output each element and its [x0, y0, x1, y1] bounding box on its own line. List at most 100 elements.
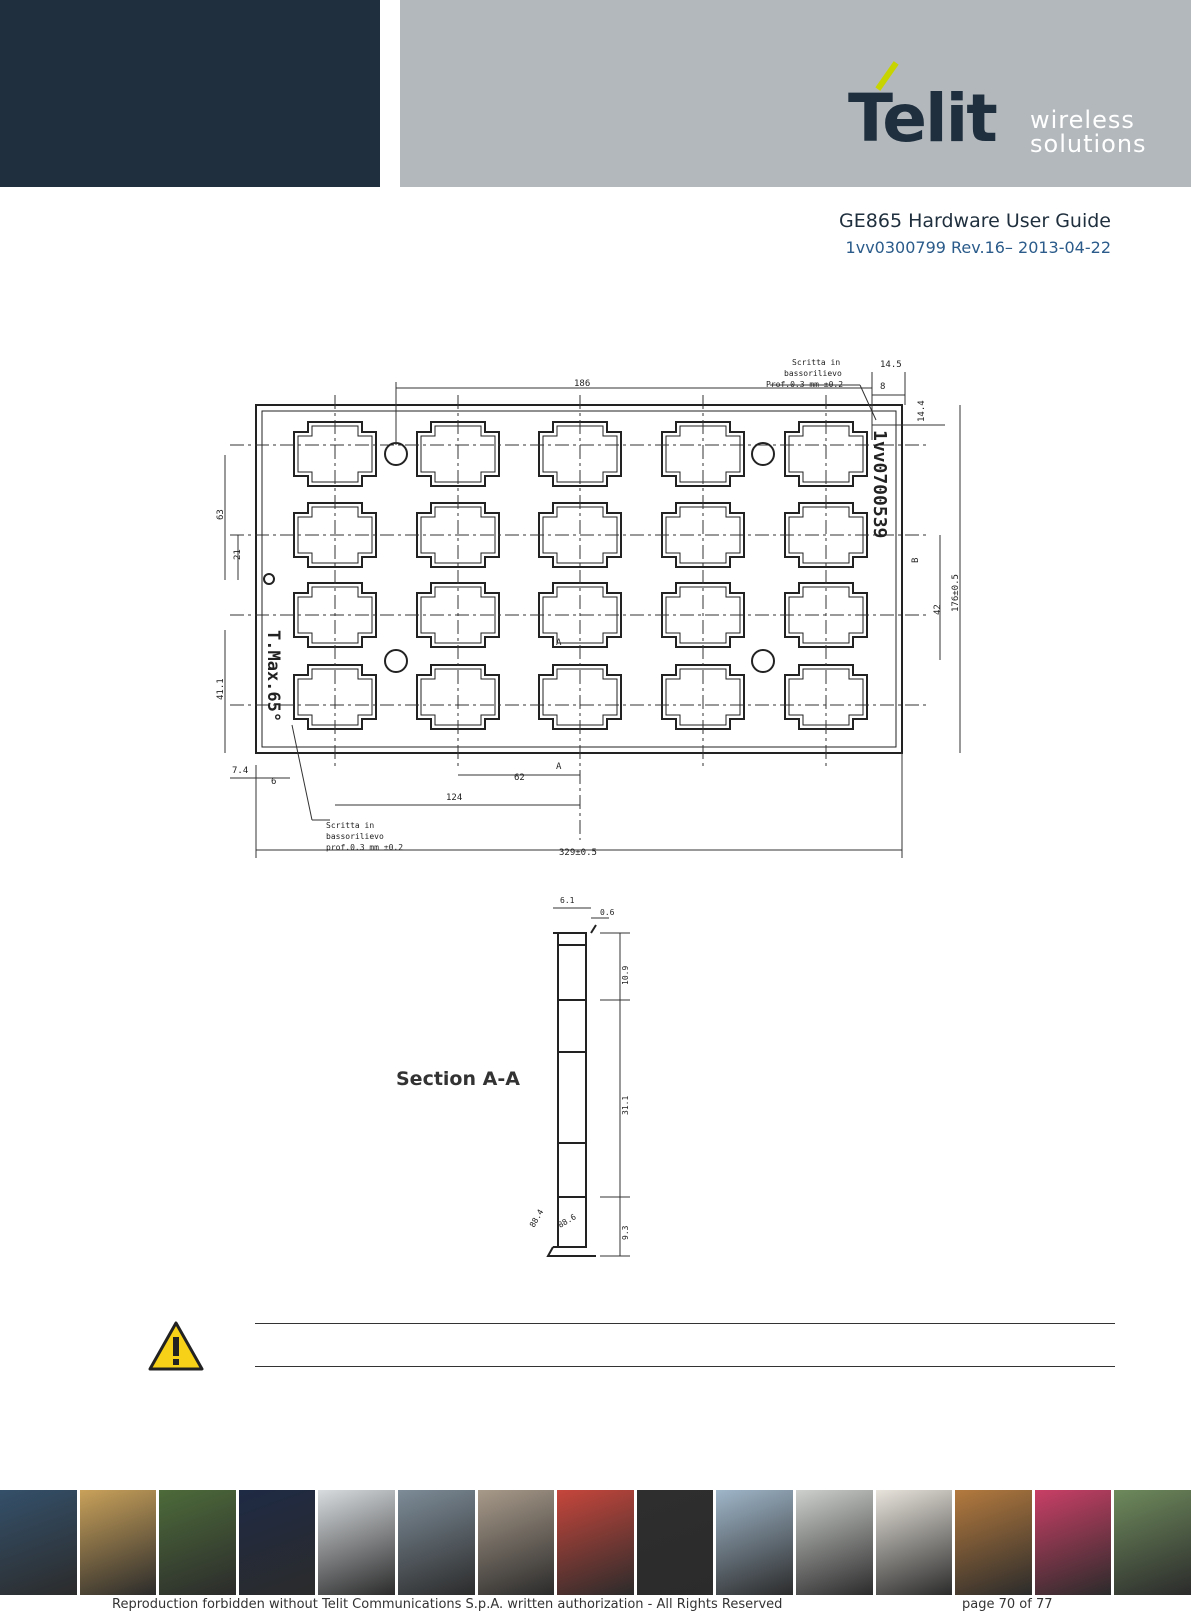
footer-photo: [79, 1490, 157, 1595]
tray-pocket: [416, 664, 500, 730]
page-number: page 70 of 77: [962, 1597, 1053, 1612]
note-bottom-3: prof.0.3 mm ±0.2: [326, 843, 403, 852]
note-bottom-1: Scritta in: [326, 821, 374, 830]
dim-8: 8: [880, 382, 885, 392]
note-rule-top: [255, 1323, 1115, 1324]
section-dim-top-b: 0.6: [600, 908, 615, 917]
footer-photo: [795, 1490, 873, 1595]
tray-pocket-inner: [665, 506, 741, 564]
tray-pocket: [784, 502, 868, 568]
note-top-2: bassorilievo: [784, 369, 842, 378]
tray-pocket: [538, 502, 622, 568]
dim-7-4: 7.4: [232, 766, 248, 776]
footer-photo: [716, 1490, 793, 1595]
note-bottom-2: bassorilievo: [326, 832, 384, 841]
section-dim-bot-c: 88.6: [557, 1212, 578, 1230]
tray-pocket-inner: [542, 506, 618, 564]
note-rule-bottom: [255, 1366, 1115, 1367]
tray-pocket: [661, 502, 745, 568]
tray-pocket-inner: [297, 506, 373, 564]
section-dim-bot-a: 9.3: [621, 1225, 630, 1240]
tray-pocket-inner: [420, 668, 496, 726]
fixing-hole: [384, 442, 408, 466]
footer-photo: [397, 1490, 475, 1595]
footer-photo: [636, 1490, 714, 1595]
tray-pocket: [293, 421, 377, 487]
footer-photo: [1114, 1490, 1191, 1595]
footer-photo: [557, 1490, 634, 1595]
tray-pocket-inner: [297, 668, 373, 726]
section-title: Section A-A: [396, 1068, 520, 1090]
footer-photo: [159, 1490, 236, 1595]
dim-124: 124: [446, 793, 462, 803]
note-top-1: Scritta in: [792, 358, 840, 367]
note-top-3: Prof.0.3 mm ±0.2: [766, 380, 843, 389]
section-dim-10-9: 10.9: [621, 966, 630, 985]
footer-photo: [875, 1490, 953, 1595]
footer-photo: [318, 1490, 395, 1595]
tray-pocket: [661, 582, 745, 648]
footer-notice: Reproduction forbidden without Telit Com…: [112, 1597, 783, 1612]
dim-186: 186: [574, 379, 590, 389]
section-dim-top-a: 6.1: [560, 896, 575, 905]
document-revision: 1vv0300799 Rev.16– 2013-04-22: [845, 238, 1111, 257]
tray-pocket-inner: [665, 586, 741, 644]
logo-tagline-2: solutions: [1030, 130, 1147, 158]
dim-62: 62: [514, 773, 525, 783]
tray-outline: [255, 404, 903, 754]
orientation-mark: [263, 573, 275, 585]
tray-pocket-inner: [542, 425, 618, 483]
dim-21: 21: [233, 549, 243, 560]
tray-pocket: [784, 664, 868, 730]
section-dim-31: 31.1: [621, 1096, 630, 1115]
tray-pocket: [661, 664, 745, 730]
dim-41-1: 41.1: [216, 678, 226, 700]
label-a-top: A: [556, 638, 562, 648]
tray-code: 1vv0700539: [869, 430, 890, 538]
tray-temperature: T.Max.65°: [263, 630, 283, 722]
label-b: B: [911, 558, 921, 563]
telit-logo: Telit wireless solutions: [848, 60, 1168, 170]
logo-tagline: wireless solutions: [1030, 108, 1147, 156]
tray-pocket: [784, 421, 868, 487]
tray-pocket: [538, 664, 622, 730]
tray-pocket-inner: [788, 506, 864, 564]
tray-pocket: [538, 582, 622, 648]
dim-height: 176±0.5: [951, 574, 961, 612]
dim-6: 6: [271, 777, 276, 787]
tray-pocket: [784, 582, 868, 648]
label-a-bottom: A: [556, 762, 562, 772]
tray-pocket-inner: [420, 506, 496, 564]
fixing-hole: [751, 649, 775, 673]
tray-pocket-inner: [420, 425, 496, 483]
tray-pocket-inner: [665, 668, 741, 726]
fixing-hole: [751, 442, 775, 466]
tray-pocket: [293, 664, 377, 730]
dim-14-4: 14.4: [917, 400, 927, 422]
tray-pocket: [538, 421, 622, 487]
warning-icon: [148, 1321, 204, 1371]
tray-pocket-inner: [788, 668, 864, 726]
dim-14-5: 14.5: [880, 360, 902, 370]
tray-pocket-inner: [542, 668, 618, 726]
logo-tagline-1: wireless: [1030, 106, 1135, 134]
section-dim-bot-b: 88.4: [528, 1208, 546, 1229]
footer-photo: [0, 1490, 77, 1595]
section-profile: [546, 924, 597, 1257]
tray-pocket: [416, 421, 500, 487]
tray-pocket: [661, 421, 745, 487]
footer-photo-strip: [0, 1490, 1191, 1595]
tray-pocket-inner: [788, 586, 864, 644]
tray-pocket-inner: [297, 586, 373, 644]
tray-pocket: [416, 582, 500, 648]
footer-photo: [238, 1490, 316, 1595]
dim-42: 42: [933, 604, 943, 615]
tray-pocket-inner: [297, 425, 373, 483]
tray-pocket-inner: [420, 586, 496, 644]
tray-pocket: [416, 502, 500, 568]
dim-width: 329±0.5: [559, 848, 597, 858]
footer-photo: [955, 1490, 1032, 1595]
tray-pocket: [293, 502, 377, 568]
tray-inner-outline: [261, 410, 897, 748]
